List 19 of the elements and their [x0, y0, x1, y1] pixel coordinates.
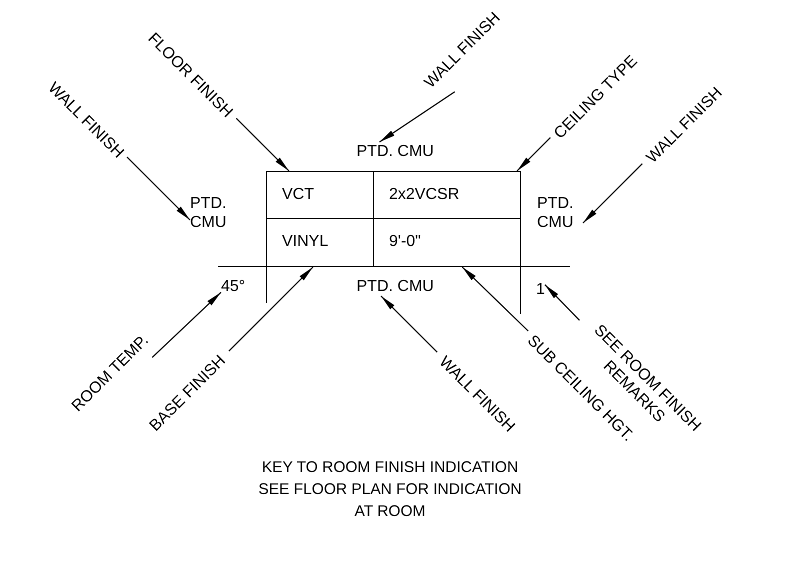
leader-arrow [544, 284, 580, 321]
table-cell: 2x2VCSR [373, 171, 521, 219]
leader-arrow [228, 266, 314, 352]
finish-note: PTD. CMU [356, 277, 434, 296]
leader-arrow [126, 156, 190, 220]
finish-note: 45° [221, 277, 246, 296]
leader-arrow [379, 91, 456, 142]
finish-note: PTD. CMU [190, 194, 236, 232]
leader-arrow [380, 296, 438, 353]
finish-note: 1 [536, 280, 545, 299]
leader-arrow [462, 266, 529, 332]
finish-note: PTD. CMU [356, 142, 434, 161]
leader-arrow [516, 137, 551, 172]
finish-note: PTD. CMU [537, 194, 583, 232]
leader-arrow [236, 118, 290, 172]
caption: KEY TO ROOM FINISH INDICATION SEE FLOOR PLAN FOR INDICATION AT ROOM [257, 458, 523, 522]
leader-arrow [582, 163, 643, 224]
table-cell: VCT [266, 171, 374, 219]
leader-arrow [152, 292, 222, 358]
